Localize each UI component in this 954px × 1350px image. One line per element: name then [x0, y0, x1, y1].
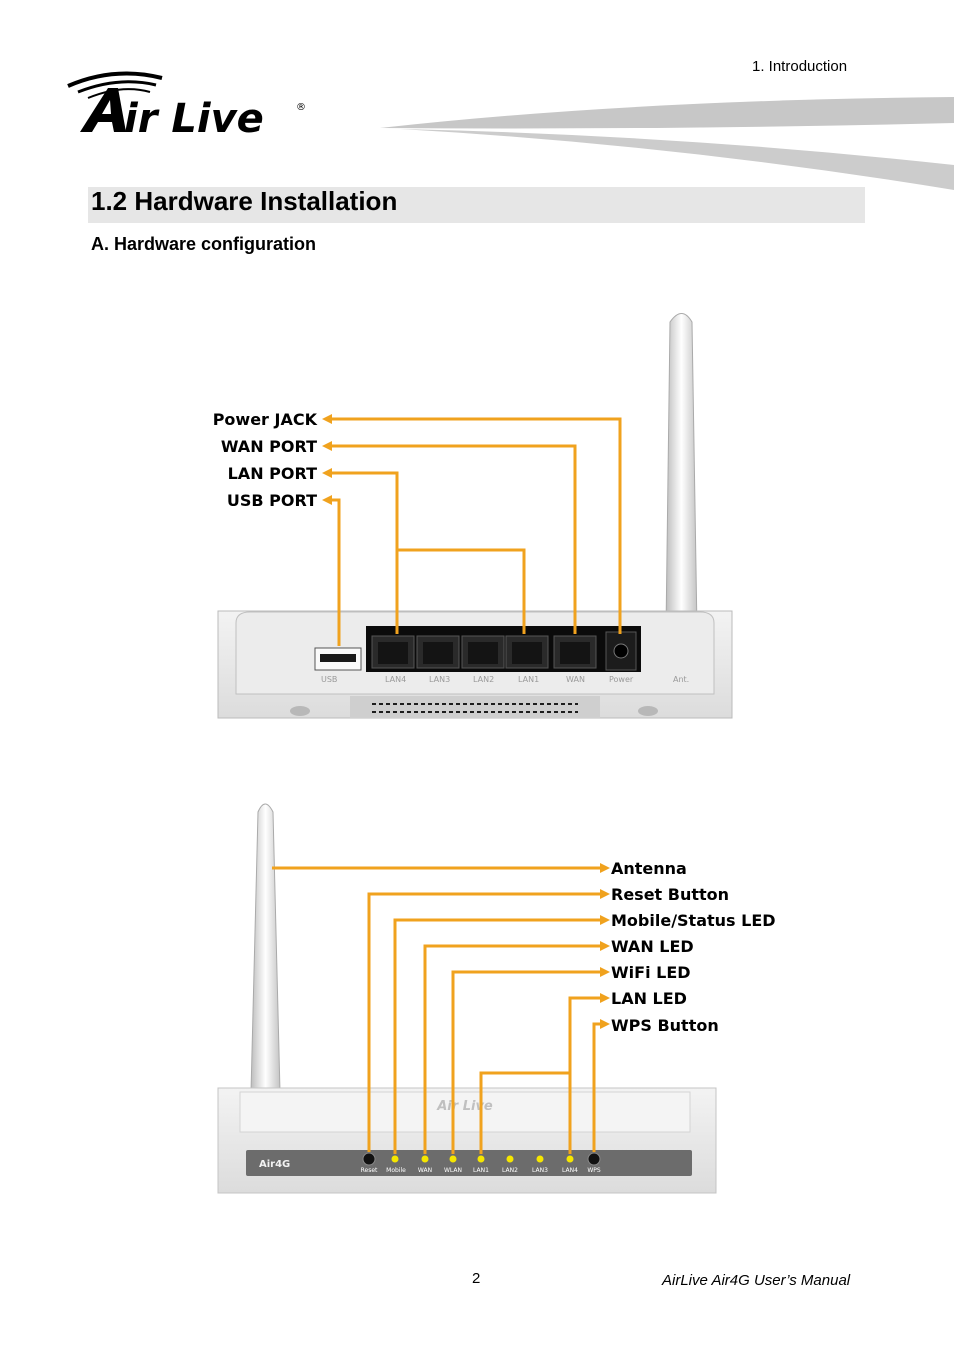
- usb-port: [314, 647, 362, 671]
- lan1-led-shape: [477, 1155, 485, 1163]
- indicator-label-reset: Reset: [361, 1167, 378, 1174]
- callout-mobile-status-led: Mobile/Status LED: [611, 911, 776, 930]
- manual-title: AirLive Air4G User’s Manual: [662, 1272, 851, 1289]
- header-swoosh-decoration: [380, 97, 954, 190]
- callout-wan-led: WAN LED: [611, 937, 694, 956]
- indicator-label-lan4: LAN4: [562, 1167, 578, 1174]
- hardware-diagram: USB LAN4 LAN3 LAN2 LAN1 WAN Power Ant. P…: [213, 313, 776, 1194]
- lan1-port: [505, 635, 549, 669]
- reset-button-shape: [362, 1152, 376, 1166]
- mobile-led-shape: [391, 1155, 399, 1163]
- port-label-antenna: Ant.: [673, 675, 689, 684]
- indicator-label-lan3: LAN3: [532, 1167, 548, 1174]
- section-heading-bar: [88, 187, 865, 223]
- indicator-label-lan1: LAN1: [473, 1167, 489, 1174]
- indicator-label-wlan: WLAN: [444, 1167, 462, 1174]
- callout-power-jack: Power JACK: [213, 410, 318, 429]
- front-callout-arrows: [600, 863, 610, 1029]
- front-antenna: [250, 803, 281, 1093]
- front-callout-lines: [272, 866, 602, 1154]
- wan-led-shape: [421, 1155, 429, 1163]
- callout-wps-button: WPS Button: [611, 1016, 719, 1035]
- callout-wan-port: WAN PORT: [221, 437, 317, 456]
- port-label-wan: WAN: [566, 675, 585, 684]
- indicator-label-mobile: Mobile: [386, 1167, 406, 1174]
- lan2-led-shape: [506, 1155, 514, 1163]
- lan4-led-shape: [566, 1155, 574, 1163]
- lan2-port: [461, 635, 505, 669]
- wps-button-shape: [587, 1152, 601, 1166]
- port-label-power: Power: [609, 675, 634, 684]
- port-label-lan3: LAN3: [429, 675, 450, 684]
- callout-wifi-led: WiFi LED: [611, 963, 691, 982]
- section-title: 1.2 Hardware Installation: [91, 186, 398, 216]
- svg-text:ir Live: ir Live: [124, 96, 264, 138]
- indicator-label-lan2: LAN2: [502, 1167, 518, 1174]
- callout-lan-led: LAN LED: [611, 989, 687, 1008]
- subsection-title: A. Hardware configuration: [91, 234, 317, 254]
- power-jack: [605, 631, 637, 671]
- port-label-lan2: LAN2: [473, 675, 494, 684]
- callout-reset-button: Reset Button: [611, 885, 729, 904]
- svg-text:®: ®: [296, 102, 306, 113]
- lan4-port: [371, 635, 415, 669]
- page-number: 2: [472, 1270, 481, 1287]
- airlive-logo: ir Live ®: [67, 71, 306, 138]
- callout-lan-port: LAN PORT: [228, 464, 317, 483]
- chapter-label: 1. Introduction: [752, 58, 848, 75]
- router-front-body: Air Live Air4G: [217, 1087, 717, 1194]
- indicator-label-wan: WAN: [418, 1167, 432, 1174]
- wlan-led-shape: [449, 1155, 457, 1163]
- indicator-label-wps: WPS: [587, 1167, 601, 1174]
- port-label-usb: USB: [321, 675, 337, 684]
- port-label-lan1: LAN1: [518, 675, 539, 684]
- lan3-port: [416, 635, 460, 669]
- rear-callout-arrows: [322, 414, 332, 505]
- rear-callout-lines: [330, 417, 622, 646]
- front-brand-logo: Air Live: [436, 1099, 493, 1114]
- callout-antenna: Antenna: [611, 859, 687, 878]
- callout-usb-port: USB PORT: [227, 491, 317, 510]
- front-model-label: Air4G: [259, 1159, 290, 1170]
- wan-port: [553, 635, 597, 669]
- lan3-led-shape: [536, 1155, 544, 1163]
- port-label-lan4: LAN4: [385, 675, 406, 684]
